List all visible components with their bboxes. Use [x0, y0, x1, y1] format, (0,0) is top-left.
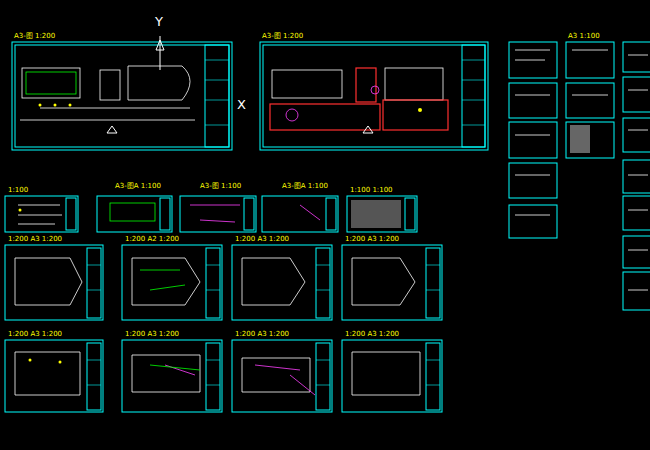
sheet-title: A3-图A 1:100 — [282, 183, 328, 190]
sheet-title: 1:200 A3 1:200 — [125, 331, 179, 338]
sheet-title: 1:100 — [8, 187, 28, 194]
sheet-title: 1:200 A3 1:200 — [345, 236, 399, 243]
sheet-title: A3-图A 1:100 — [115, 183, 161, 190]
axis-label: Y — [155, 15, 163, 28]
sheet-title: A3 1:100 — [568, 33, 600, 40]
sheet-title: 1:200 A3 1:200 — [235, 236, 289, 243]
sheet-title: 1:200 A3 1:200 — [8, 236, 62, 243]
sheet-title: A3-图 1:200 — [14, 33, 55, 40]
axis-label: X — [237, 98, 246, 111]
sheet-title: A3-图 1:200 — [262, 33, 303, 40]
sheet-title: 1:200 A3 1:200 — [8, 331, 62, 338]
sheet-title: 1:200 A3 1:200 — [345, 331, 399, 338]
sheet-title: 1:200 A2 1:200 — [125, 236, 179, 243]
sheet-title: A3-图 1:100 — [200, 183, 241, 190]
sheet-title: 1:100 1:100 — [350, 187, 393, 194]
sheet-title: 1:200 A3 1:200 — [235, 331, 289, 338]
